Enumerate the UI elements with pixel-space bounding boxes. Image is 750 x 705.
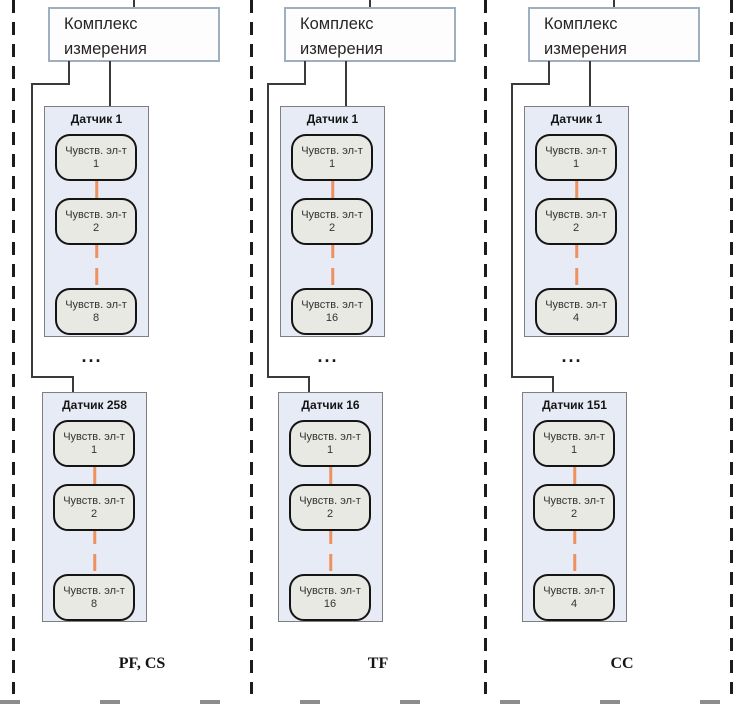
ellipsis: ... <box>561 346 583 366</box>
measurement-complex-label: Комплекс измерения <box>544 15 627 58</box>
sensor-title: Датчик 151 <box>542 398 607 412</box>
connector-line <box>31 83 33 378</box>
zone-label: PF, CS <box>118 655 166 672</box>
connector-line <box>345 61 347 107</box>
measurement-complex-box: Комплекс измерения <box>48 7 220 62</box>
element-link-dashed-line <box>330 241 335 291</box>
element-link-dashed-line <box>572 527 577 577</box>
connector-line <box>613 0 615 8</box>
bottom-dashed-line <box>0 700 750 704</box>
connector-line <box>133 0 135 8</box>
sensing-element: Чувств. эл-т 4 <box>533 574 615 621</box>
sensor-title: Датчик 1 <box>306 112 359 126</box>
sensor-panel-top: Датчик 1 Чувств. эл-т 1 Чувств. эл-т 2 Ч… <box>44 106 149 337</box>
sensing-element: Чувств. эл-т 2 <box>533 484 615 531</box>
zone-divider-dashed-line <box>12 0 15 694</box>
sensor-panel-bottom: Датчик 258 Чувств. эл-т 1 Чувств. эл-т 2… <box>42 392 147 622</box>
connector-line <box>552 376 554 393</box>
ellipsis: ... <box>81 346 103 366</box>
sensor-title: Датчик 1 <box>550 112 603 126</box>
sensing-element: Чувств. эл-т 4 <box>535 288 617 335</box>
connector-line <box>511 83 513 378</box>
element-link-dashed-line <box>94 241 99 291</box>
connector-line <box>548 61 550 85</box>
sensing-element: Чувств. эл-т 8 <box>53 574 135 621</box>
connector-line <box>72 376 74 393</box>
sensor-panel-bottom: Датчик 151 Чувств. эл-т 1 Чувств. эл-т 2… <box>522 392 627 622</box>
connector-line <box>304 61 306 85</box>
zone-divider-dashed-line <box>250 0 253 694</box>
measurement-complex-label: Комплекс измерения <box>300 15 383 58</box>
sensing-element: Чувств. эл-т 1 <box>533 420 615 467</box>
sensing-element: Чувств. эл-т 1 <box>55 134 137 181</box>
connector-line <box>308 376 310 393</box>
zone-label: CC <box>610 655 634 672</box>
sensing-element: Чувств. эл-т 1 <box>289 420 371 467</box>
zone-label: TF <box>367 655 389 672</box>
sensing-element: Чувств. эл-т 1 <box>535 134 617 181</box>
zone-column-cc: Комплекс измерения Датчик 1 Чувств. эл-т… <box>480 0 717 705</box>
connector-line <box>31 83 70 85</box>
measurement-complex-label: Комплекс измерения <box>64 15 147 58</box>
connector-line <box>267 83 269 378</box>
sensing-element: Чувств. эл-т 2 <box>289 484 371 531</box>
element-link-line <box>574 177 579 201</box>
sensor-title: Датчик 1 <box>70 112 123 126</box>
zone-column-tf: Комплекс измерения Датчик 1 Чувств. эл-т… <box>236 0 473 705</box>
element-link-dashed-line <box>92 527 97 577</box>
sensor-panel-top: Датчик 1 Чувств. эл-т 1 Чувств. эл-т 2 Ч… <box>280 106 385 337</box>
measurement-complex-box: Комплекс измерения <box>284 7 456 62</box>
sensor-panel-bottom: Датчик 16 Чувств. эл-т 1 Чувств. эл-т 2 … <box>278 392 383 622</box>
sensing-element: Чувств. эл-т 2 <box>291 198 373 245</box>
element-link-line <box>94 177 99 201</box>
connector-line <box>369 0 371 8</box>
element-link-line <box>328 463 333 487</box>
connector-line <box>267 376 310 378</box>
element-link-line <box>330 177 335 201</box>
sensing-element: Чувств. эл-т 1 <box>53 420 135 467</box>
sensing-element: Чувств. эл-т 2 <box>53 484 135 531</box>
element-link-dashed-line <box>328 527 333 577</box>
zone-column-pf-cs: Комплекс измерения Датчик 1 Чувств. эл-т… <box>0 0 237 705</box>
sensor-title: Датчик 16 <box>301 398 360 412</box>
connector-line <box>511 83 550 85</box>
connector-line <box>68 61 70 85</box>
sensing-element: Чувств. эл-т 16 <box>291 288 373 335</box>
sensor-title: Датчик 258 <box>62 398 127 412</box>
element-link-dashed-line <box>574 241 579 291</box>
connector-line <box>31 376 74 378</box>
measurement-complex-box: Комплекс измерения <box>528 7 700 62</box>
connector-line <box>267 83 306 85</box>
element-link-line <box>572 463 577 487</box>
sensing-element: Чувств. эл-т 1 <box>291 134 373 181</box>
connector-line <box>589 61 591 107</box>
zone-divider-dashed-line <box>484 0 487 694</box>
connector-line <box>511 376 554 378</box>
sensor-panel-top: Датчик 1 Чувств. эл-т 1 Чувств. эл-т 2 Ч… <box>524 106 629 337</box>
zone-divider-dashed-line <box>730 0 733 694</box>
element-link-line <box>92 463 97 487</box>
sensing-element: Чувств. эл-т 2 <box>55 198 137 245</box>
sensing-element: Чувств. эл-т 2 <box>535 198 617 245</box>
sensing-element: Чувств. эл-т 8 <box>55 288 137 335</box>
sensing-element: Чувств. эл-т 16 <box>289 574 371 621</box>
ellipsis: ... <box>317 346 339 366</box>
connector-line <box>109 61 111 107</box>
